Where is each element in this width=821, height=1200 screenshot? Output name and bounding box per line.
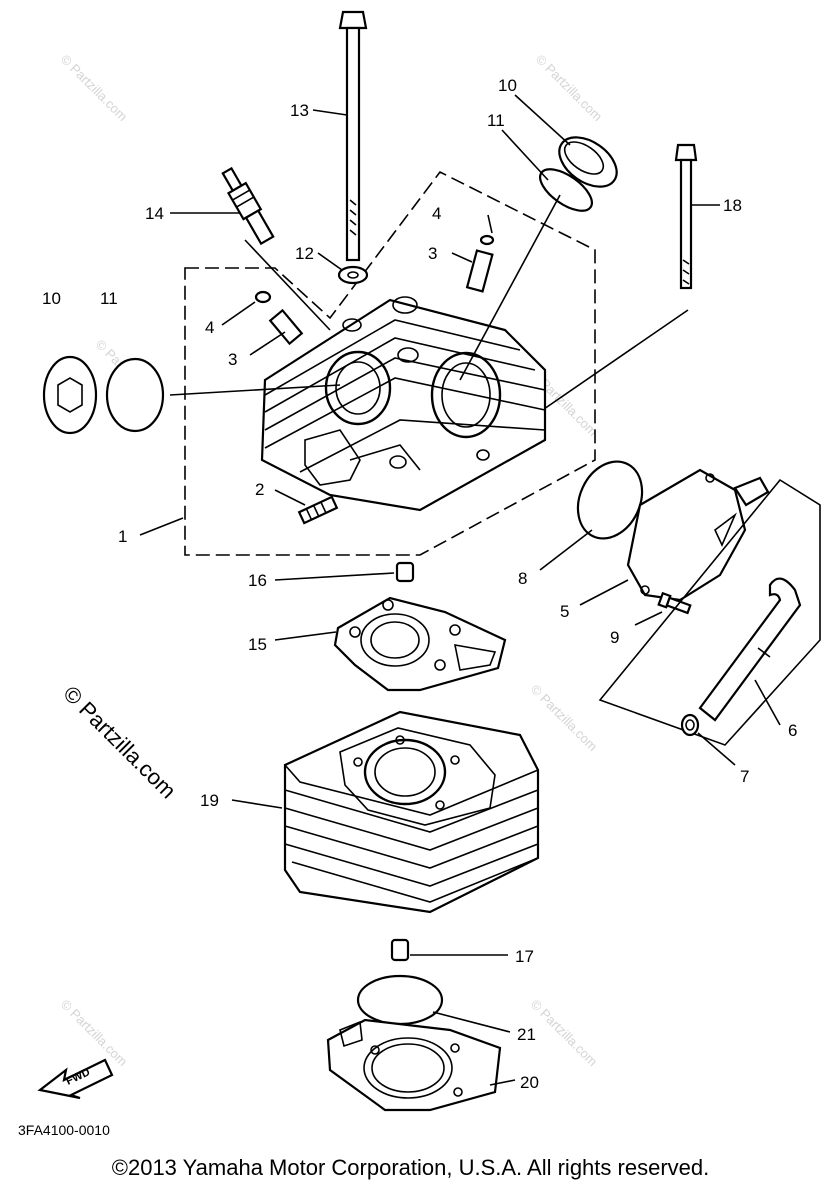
watermark-faint: © Partzilla.com [528,997,601,1070]
callout-11-top: 11 [487,111,505,130]
diagram-code: 3FA4100-0010 [18,1122,110,1138]
base-gasket-20 [326,1018,502,1112]
cover-5 [626,468,770,602]
fwd-arrow-icon: FWD [37,1058,114,1100]
washer-12 [337,265,369,285]
callout-2: 2 [255,480,264,499]
stud-2 [297,495,339,525]
callout-20: 20 [520,1073,539,1092]
callout-4-right: 4 [432,204,441,223]
callout-16: 16 [248,571,267,590]
bolt-13 [338,10,368,262]
bolt-18 [674,143,698,290]
callout-13: 13 [290,101,309,120]
dowel-17 [390,938,410,962]
callout-19: 19 [200,791,219,810]
watermark-faint: © Partzilla.com [528,682,601,755]
hose-6 [698,577,802,722]
valve-guide-3-right [465,249,494,293]
callout-8: 8 [518,569,527,588]
watermark-faint: © Partzilla.com [58,52,131,125]
callout-1: 1 [118,527,127,546]
copyright-notice: ©2013 Yamaha Motor Corporation, U.S.A. A… [111,1155,710,1180]
o-ring-21 [356,974,444,1026]
leader-lines [139,94,781,1086]
callout-18: 18 [723,196,742,215]
callout-9: 9 [610,628,619,647]
callout-4-left: 4 [205,318,214,337]
callout-10-left: 10 [42,289,61,308]
head-gasket-15 [333,596,507,692]
callout-5: 5 [560,602,569,621]
valve-guide-3-left [268,308,304,346]
callout-10-top: 10 [498,76,517,95]
cap-10-top [558,136,618,188]
cylinder-19 [283,710,540,914]
callout-labels: 13 14 12 10 11 10 11 18 4 3 4 3 2 1 16 1… [42,76,797,1092]
callout-14: 14 [145,204,164,223]
o-ring-8 [576,460,644,540]
cap-10-left [42,355,98,435]
callout-15: 15 [248,635,267,654]
callout-12: 12 [295,244,314,263]
clip-4-right [479,234,495,246]
watermark-main: © Partzilla.com [58,681,181,804]
callout-21: 21 [517,1025,536,1044]
spark-plug-14 [221,166,275,246]
callout-11-left: 11 [100,289,118,308]
cylinder-head-assembly-outline [184,170,596,556]
callout-7: 7 [740,767,749,786]
dowel-16 [395,561,415,583]
cylinder-head-body [260,296,547,512]
o-ring-11-left [105,357,165,433]
clip-4-left [254,290,272,304]
watermark-faint: © Partzilla.com [58,997,131,1070]
callout-17: 17 [515,947,534,966]
callout-6: 6 [788,721,797,740]
clamp-7 [680,713,700,737]
callout-3-left: 3 [228,350,237,369]
faint-watermarks: © Partzilla.com © Partzilla.com © Partzi… [58,52,606,1070]
watermark-faint: © Partzilla.com [533,52,606,125]
callout-3-right: 3 [428,244,437,263]
